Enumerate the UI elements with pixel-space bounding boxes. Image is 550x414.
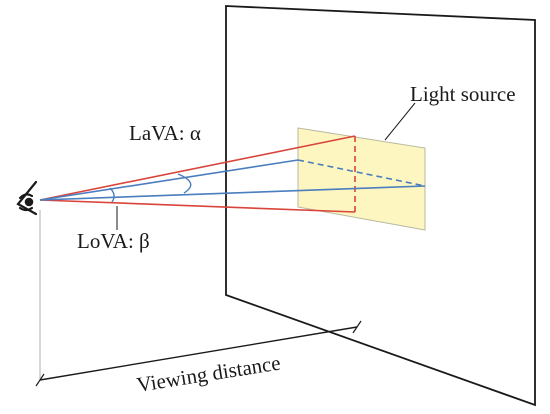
eye-icon bbox=[16, 180, 38, 216]
light-source-panel bbox=[297, 127, 426, 231]
red-ray-lower bbox=[39, 199, 356, 213]
lova-angle-arc bbox=[109, 187, 115, 203]
viewing-distance-tick-right bbox=[352, 320, 362, 334]
red-ray-upper bbox=[39, 135, 356, 201]
viewing-distance-tick-left bbox=[35, 373, 45, 387]
lava-label: LaVA: α bbox=[129, 121, 201, 145]
lova-label: LoVA: β bbox=[77, 229, 150, 253]
viewing-distance-line bbox=[39, 326, 358, 381]
light-source-leader bbox=[384, 102, 416, 141]
light-source-label: Light source bbox=[410, 82, 516, 106]
blue-ray-lower bbox=[39, 185, 426, 201]
viewing-distance-label: Viewing distance bbox=[135, 351, 282, 397]
blue-ray-upper bbox=[39, 159, 299, 201]
blue-horizontal-dashed bbox=[297, 159, 426, 187]
lava-angle-arc bbox=[177, 173, 192, 194]
